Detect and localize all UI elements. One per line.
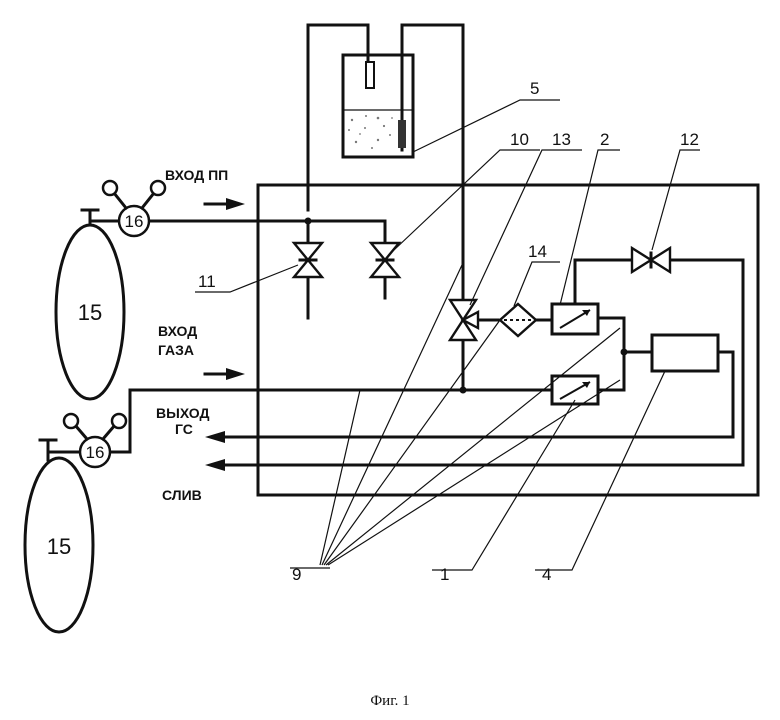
regulator-1 bbox=[552, 376, 598, 404]
caption-outlet-gs-1: ВЫХОД bbox=[156, 405, 209, 421]
label-9: 9 bbox=[292, 565, 301, 584]
label-5: 5 bbox=[530, 79, 539, 98]
valve-13 bbox=[450, 300, 478, 340]
label-11: 11 bbox=[198, 272, 216, 291]
figure-caption: Фиг. 1 bbox=[370, 693, 409, 709]
caption-inlet-pp: ВХОД ПП bbox=[165, 167, 228, 183]
label-14: 14 bbox=[528, 242, 547, 261]
inlet-manifold bbox=[148, 218, 385, 319]
label-15-top: 15 bbox=[78, 300, 102, 325]
valve-12 bbox=[632, 248, 670, 272]
label-2: 2 bbox=[600, 130, 609, 149]
caption-inlet-gas-2: ГАЗА bbox=[158, 342, 194, 358]
block-4 bbox=[652, 335, 733, 437]
valve-10 bbox=[371, 243, 399, 277]
valve-11 bbox=[294, 243, 322, 277]
caption-inlet-gas-1: ВХОД bbox=[158, 323, 197, 339]
label-15-bottom: 15 bbox=[47, 534, 71, 559]
label-4: 4 bbox=[542, 565, 551, 584]
filter-14 bbox=[500, 304, 552, 336]
label-16-top: 16 bbox=[125, 212, 144, 231]
label-12: 12 bbox=[680, 130, 699, 149]
label-16-bottom: 16 bbox=[86, 443, 105, 462]
caption-drain: СЛИВ bbox=[162, 487, 202, 503]
regulator-2 bbox=[552, 304, 598, 334]
label-1: 1 bbox=[440, 565, 449, 584]
outlet-lines bbox=[205, 431, 743, 471]
label-13: 13 bbox=[552, 130, 571, 149]
label-10: 10 bbox=[510, 130, 529, 149]
caption-outlet-gs-2: ГС bbox=[175, 421, 193, 437]
